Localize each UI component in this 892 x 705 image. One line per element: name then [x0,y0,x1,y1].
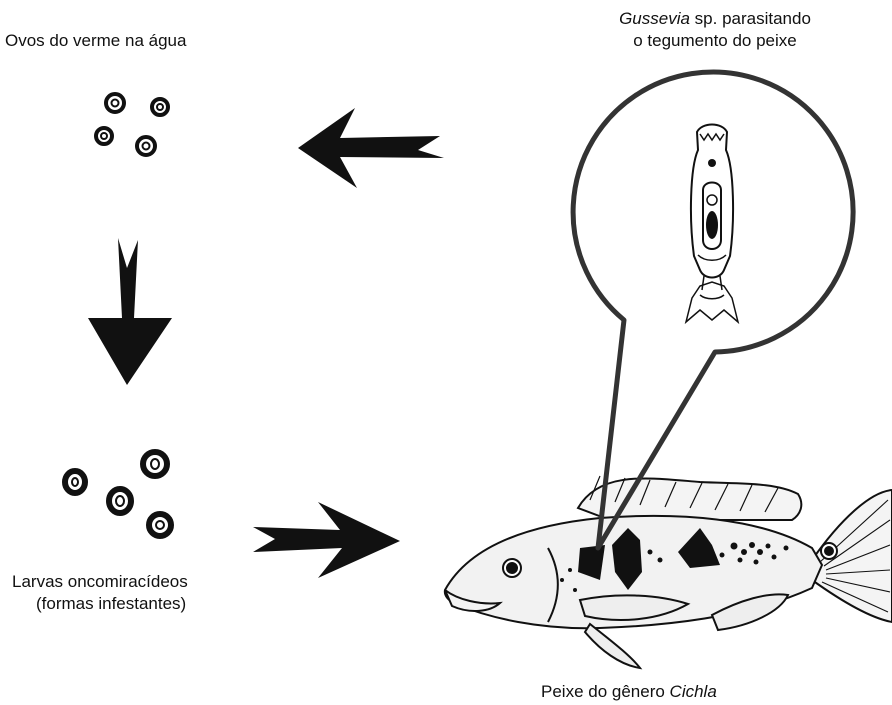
egg-icon [137,137,155,155]
eggs-group [96,94,168,155]
fish-label-prefix: Peixe do gênero [541,682,670,701]
larvae-group [65,452,171,536]
parasite-label: Gussevia sp. parasitando o tegumento do … [570,8,860,52]
fish-label: Peixe do gênero Cichla [541,681,717,703]
egg-icon [96,128,112,144]
eggs-label: Ovos do verme na água [5,30,275,52]
larvae-label-line2: (formas infestantes) [12,593,188,615]
egg-icon [152,99,168,115]
larva-icon [65,471,85,493]
fish-icon [445,476,892,668]
arrow-icon [88,238,172,385]
parasite-label-line1: Gussevia sp. parasitando [570,8,860,30]
parasite-label-line2: o tegumento do peixe [570,30,860,52]
parasite-genus: Gussevia [619,9,690,28]
arrow-icon [298,108,444,188]
fish-genus: Cichla [670,682,717,701]
arrow-icon [253,502,400,578]
larva-icon [143,452,167,476]
parasite-worm-icon [686,125,738,323]
larva-icon [109,489,131,513]
larvae-label: Larvas oncomiracídeos (formas infestante… [12,571,188,615]
parasite-label-rest: sp. parasitando [690,9,811,28]
larva-icon [149,514,171,536]
larvae-label-line1: Larvas oncomiracídeos [12,571,188,593]
egg-icon [106,94,124,112]
